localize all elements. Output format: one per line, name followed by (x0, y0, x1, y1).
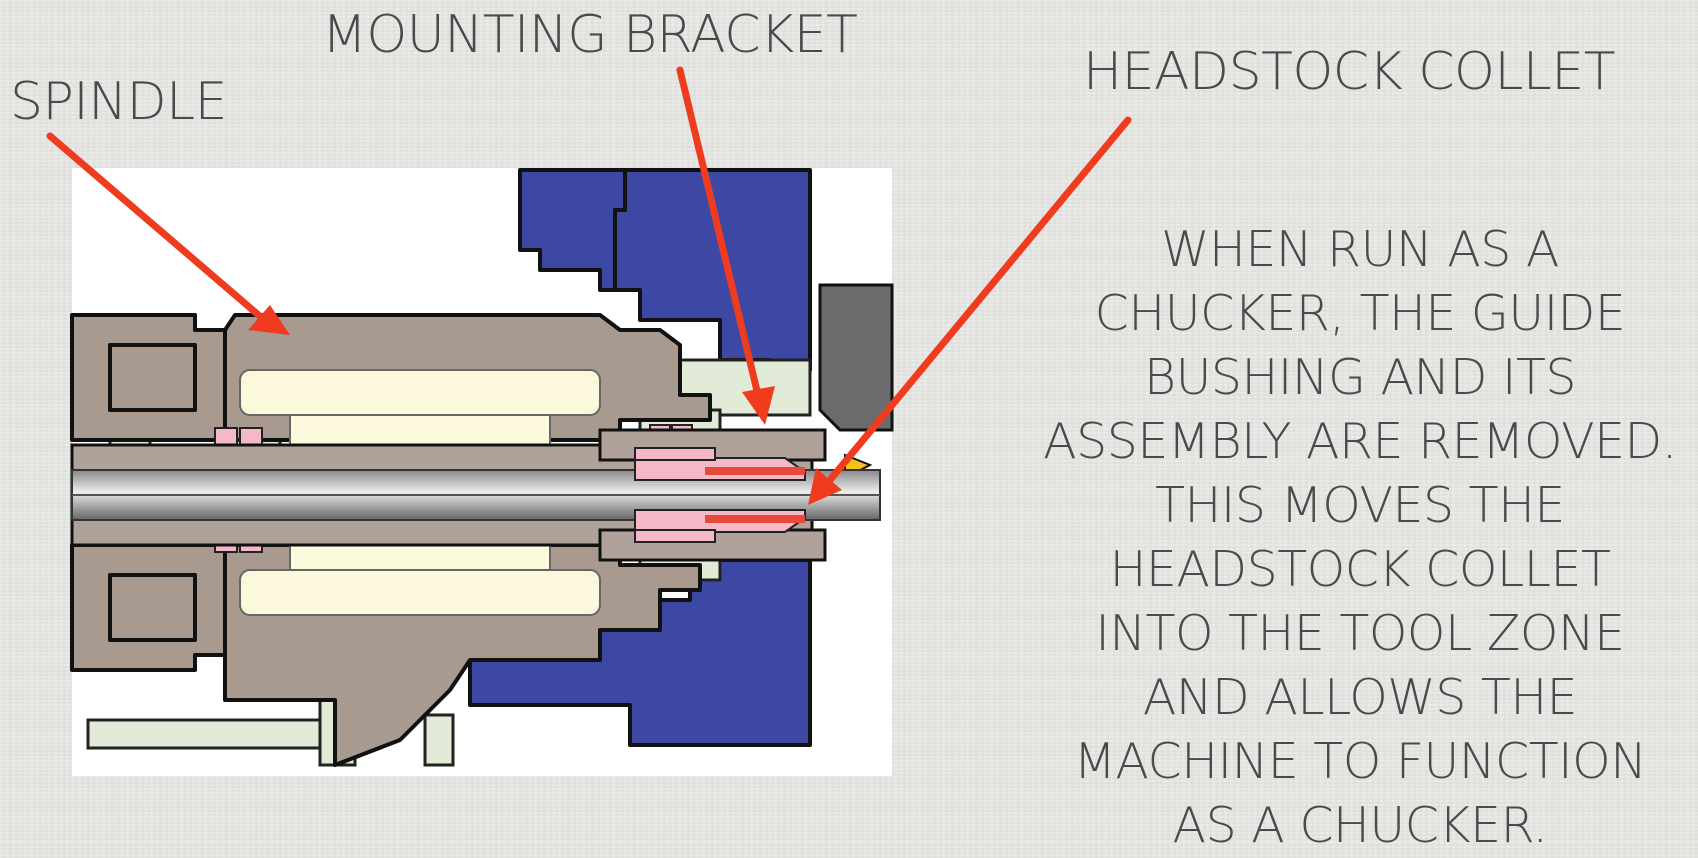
description-line: CHUCKER, THE GUIDE (1094, 285, 1626, 342)
mounting-bracket-label: MOUNTING BRACKET (322, 5, 858, 65)
description-line: THIS MOVES THE (1155, 477, 1565, 534)
spindle-label: SPINDLE (10, 72, 227, 132)
description-line: AND ALLOWS THE (1142, 669, 1578, 726)
description-line: ASSEMBLY ARE REMOVED. (1043, 413, 1677, 470)
collet-highlight (705, 467, 805, 523)
motor-rotor (239, 369, 601, 616)
callout-arrows (46, 66, 1132, 505)
spindle-arrow (46, 132, 266, 322)
spindle-shaft (70, 428, 881, 562)
description-text: WHEN RUN AS A CHUCKER, THE GUIDE BUSHING… (1025, 218, 1695, 858)
description-line: WHEN RUN AS A (1161, 221, 1559, 278)
description-line: AS A CHUCKER. (1172, 797, 1548, 854)
description-line: BUSHING AND ITS (1143, 349, 1577, 406)
headstock-collet-label: HEADSTOCK COLLET (1083, 42, 1616, 102)
description-line: MACHINE TO FUNCTION (1073, 733, 1647, 790)
description-line: HEADSTOCK COLLET (1109, 541, 1611, 598)
bracket-arrow (676, 66, 762, 399)
collet-arrow (826, 116, 1132, 484)
description-line: INTO THE TOOL ZONE (1095, 605, 1625, 662)
